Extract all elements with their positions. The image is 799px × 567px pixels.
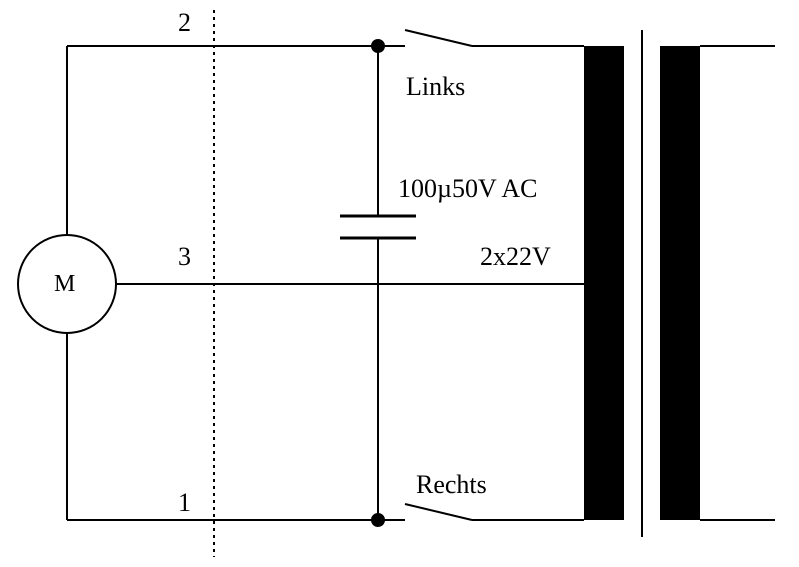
wire-label-3: 3 xyxy=(178,242,191,271)
switch-links xyxy=(404,29,473,47)
motor-circle xyxy=(17,234,117,334)
switch-rechts xyxy=(404,503,473,521)
wire-label-2: 2 xyxy=(178,8,191,37)
transformer-voltage-label: 2x22V xyxy=(480,242,551,271)
junction-bottom xyxy=(371,513,385,527)
wire-label-1: 1 xyxy=(178,488,191,517)
motor-label: M xyxy=(54,271,76,297)
transformer-secondary xyxy=(660,46,700,520)
transformer-primary xyxy=(584,46,624,520)
junction-top xyxy=(371,39,385,53)
switch-rechts-label: Rechts xyxy=(416,470,487,499)
switch-links-label: Links xyxy=(406,72,466,101)
capacitor-label: 100µ50V AC xyxy=(398,174,538,203)
